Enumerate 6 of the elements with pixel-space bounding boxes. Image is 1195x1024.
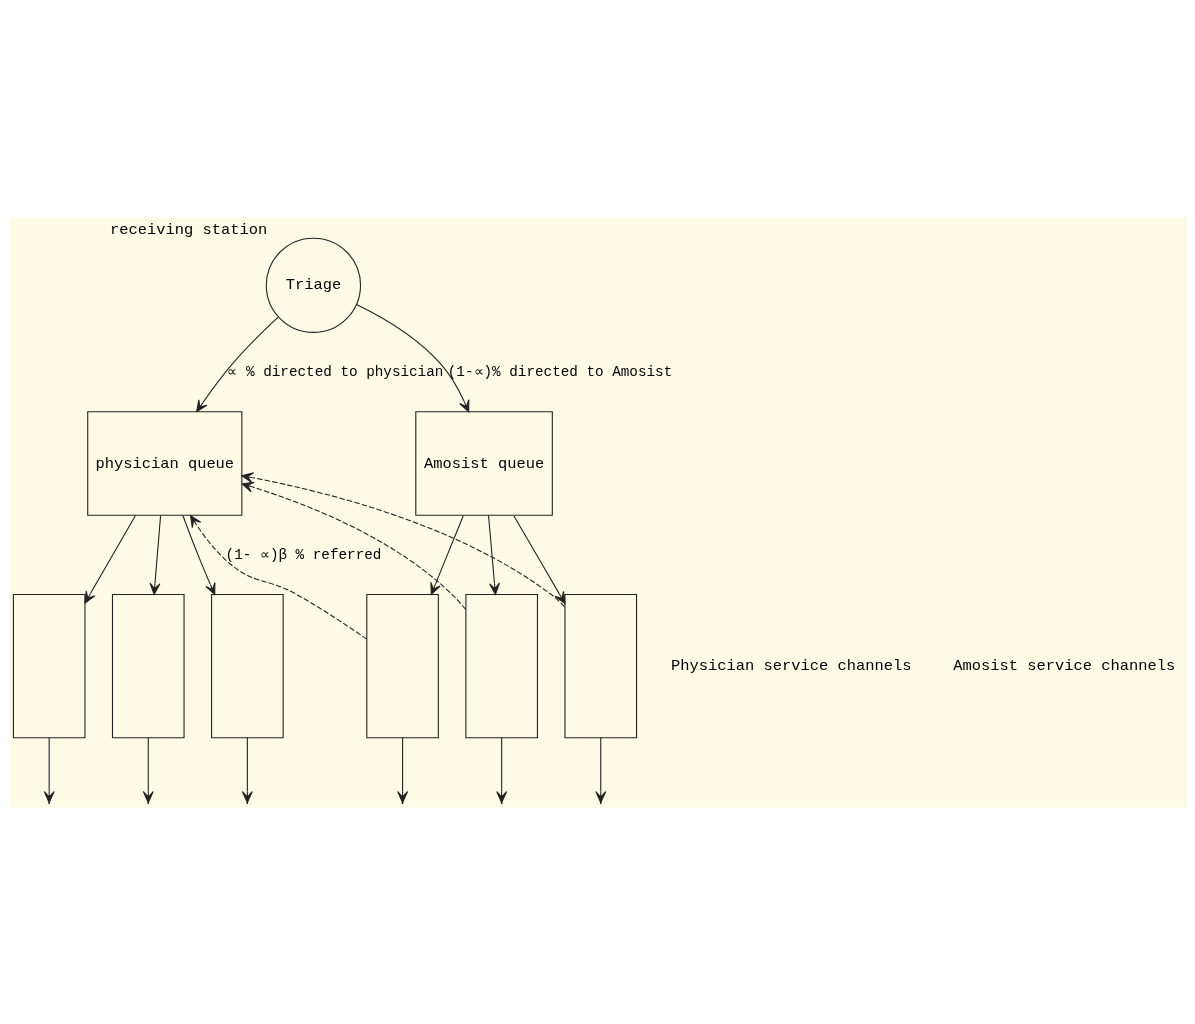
edge-label: ∝ % directed to physician — [226, 363, 443, 380]
edge-label: (1- ∝)β % referred — [225, 546, 381, 563]
edge-label: (1-∝)% directed to Amosist — [447, 363, 672, 380]
label: Amosist service channels — [952, 656, 1175, 675]
node-label: receiving station — [109, 220, 267, 239]
label: Physician service channels — [670, 656, 911, 675]
